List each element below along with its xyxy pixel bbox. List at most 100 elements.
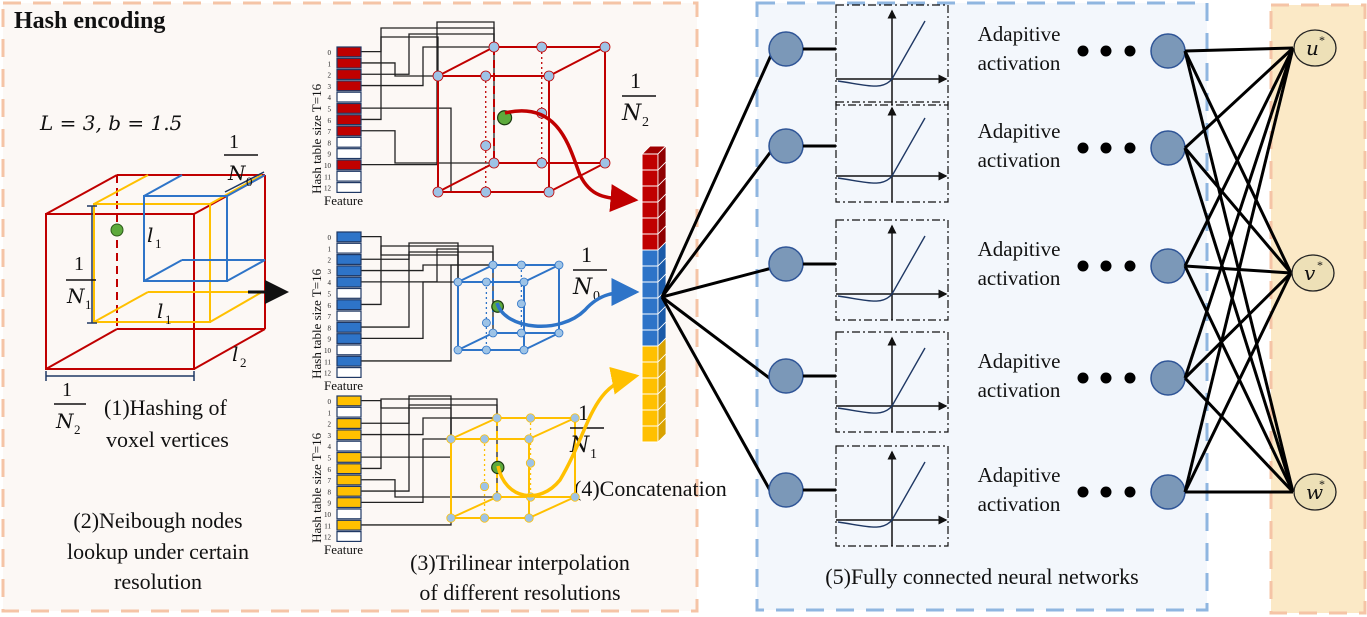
voxel-vertex — [479, 481, 490, 492]
step3-caption-line2: of different resolutions — [419, 580, 620, 605]
res-label-n1-num: 1 — [74, 253, 84, 275]
edge-label-l2-sub: 2 — [240, 355, 247, 370]
vector-cell-red — [641, 153, 659, 171]
vector-cell-red — [641, 217, 659, 235]
voxel-vertex — [516, 328, 526, 338]
activation-curve — [837, 235, 926, 302]
voxel-vertex — [536, 41, 548, 53]
voxel-vertex — [479, 513, 490, 523]
hash-index-label: 8 — [328, 139, 332, 147]
activation-label-line1: Adapitive — [978, 22, 1061, 46]
output-node-circle — [1293, 473, 1337, 511]
network-row: Adapitive activation — [768, 4, 1186, 106]
ellipsis-dot — [1077, 486, 1089, 498]
output-variable-sup: * — [1319, 477, 1325, 491]
voxel-vertex — [481, 318, 491, 328]
hash-index-label: 10 — [324, 347, 332, 355]
hash-index-label: 1 — [328, 60, 332, 68]
output-variable-label: u — [1306, 36, 1319, 60]
hash-index-label: 3 — [328, 268, 332, 276]
res-label-n1-sub: 1 — [85, 297, 92, 312]
vector-cell-blue — [641, 313, 659, 331]
hash-table-cell — [336, 68, 362, 80]
hash-table-cell — [336, 321, 362, 333]
edge-label-l2: l — [232, 342, 238, 366]
hash-index-label: 12 — [324, 370, 332, 378]
ellipsis-dot — [1077, 45, 1089, 57]
res-label-n2-num: 1 — [62, 379, 72, 401]
hash-table-cell — [336, 333, 362, 345]
hash-index-label: 8 — [328, 324, 332, 332]
hash-index-label: 0 — [328, 398, 332, 406]
activation-label-line1: Adapitive — [978, 349, 1061, 373]
voxel-vertex — [525, 458, 536, 468]
activation-label-line2: activation — [978, 51, 1061, 75]
hash-table-size-label: Hash table size T=16 — [309, 432, 324, 542]
voxel-vertex — [492, 413, 502, 423]
output-variable-label: v — [1304, 261, 1316, 285]
step3-caption-line1: (3)Trilinear interpolation — [410, 550, 630, 575]
output-edge — [1183, 46, 1295, 150]
vector-cell-blue — [641, 281, 659, 299]
output-variable-label: w — [1306, 480, 1323, 504]
hash-table-cell — [336, 299, 362, 311]
vector-cell-blue — [641, 297, 659, 315]
hash-table-size-label: Hash table size T=16 — [309, 83, 324, 193]
hash-table-cell — [336, 182, 362, 194]
hash-index-label: 10 — [324, 162, 332, 170]
vector-cell-yellow — [641, 361, 659, 379]
activation-label-line1: Adapitive — [978, 119, 1061, 143]
edge-label-l1-vertical-sub: 1 — [155, 236, 162, 251]
ellipsis-dot — [1100, 142, 1112, 154]
hidden-neuron — [1150, 33, 1186, 69]
hash-index-label: 1 — [328, 409, 332, 417]
hash-table-cell — [336, 497, 362, 509]
hash-table-cell — [336, 463, 362, 475]
resolution-numerator: 1 — [581, 242, 592, 267]
concatenated-feature-vector — [640, 145, 668, 443]
hash-table-size-label: Hash table size T=16 — [309, 268, 324, 378]
resolution-numerator: 1 — [578, 400, 589, 425]
hash-table-cell — [336, 125, 362, 137]
hash-index-label: 11 — [324, 358, 331, 366]
output-node-circle — [1291, 254, 1335, 292]
vector-cell-blue — [641, 249, 659, 267]
hash-table-cell — [336, 136, 362, 148]
hash-table-cell — [336, 231, 362, 243]
output-variable-sup: * — [1319, 33, 1325, 47]
ellipsis-dot — [1100, 372, 1112, 384]
voxel-vertex — [446, 434, 456, 444]
ellipsis-dot — [1124, 260, 1136, 272]
hash-table-cell — [336, 57, 362, 69]
voxel-vertex — [453, 345, 463, 355]
output-node-circle — [1293, 29, 1337, 67]
input-edge — [660, 52, 774, 298]
output-edge — [1183, 271, 1293, 380]
voxel-vertex — [519, 345, 529, 355]
vector-cell-yellow — [641, 409, 659, 427]
activation-label-line2: activation — [978, 492, 1061, 516]
step1-caption-line2: voxel vertices — [106, 427, 229, 452]
hash-table-cell — [336, 530, 362, 542]
step2-caption-line2: lookup under certain — [67, 539, 249, 564]
output-nodes: u*v*w* — [1291, 29, 1337, 511]
resolution-subscript: 1 — [590, 447, 597, 462]
vector-cell-blue — [641, 265, 659, 283]
step4-caption: (4)Concatenation — [574, 476, 727, 501]
output-edge — [1183, 147, 1293, 274]
hash-index-label: 7 — [328, 128, 332, 136]
hash-index-label: 1 — [328, 245, 332, 253]
vector-cell-blue — [641, 329, 659, 347]
vector-cell-side — [657, 417, 667, 443]
output-edge — [1183, 47, 1295, 493]
hash-table-cell — [336, 451, 362, 463]
hash-index-label: 12 — [324, 534, 332, 542]
voxel-vertex — [519, 277, 529, 287]
blue-level-arrow — [495, 278, 640, 328]
output-edge — [1183, 47, 1295, 267]
res-label-n0-num: 1 — [229, 131, 239, 153]
voxel-vertex — [516, 260, 526, 270]
lookup-voxel-cube — [437, 46, 606, 193]
vector-cell-yellow — [641, 377, 659, 395]
edge-label-l1-vertical: l — [147, 223, 153, 247]
